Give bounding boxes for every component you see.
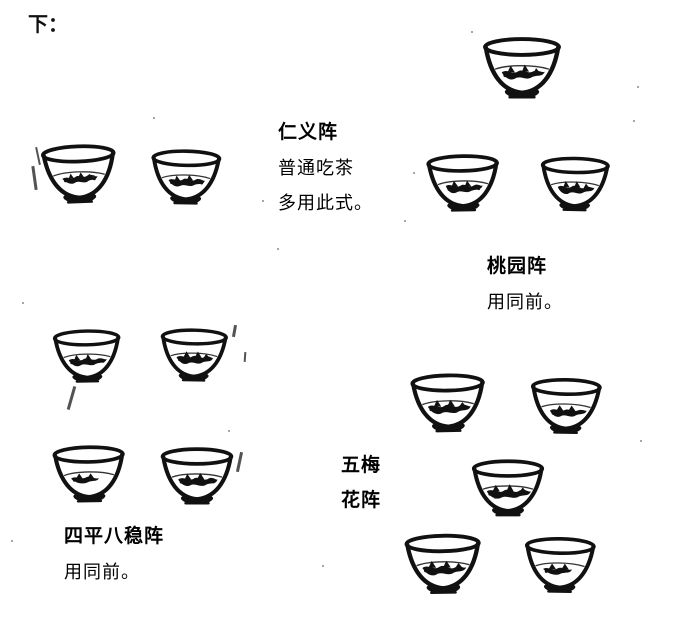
formation-description-line: 多用此式。 — [278, 193, 373, 214]
teacup — [35, 142, 123, 209]
scan-speck — [471, 31, 473, 33]
scan-speck — [11, 540, 13, 542]
scan-speck — [413, 172, 415, 174]
teacup — [405, 371, 490, 436]
formation-title-line: 花阵 — [341, 489, 382, 511]
scan-speck — [633, 120, 635, 122]
scan-speck — [92, 175, 95, 178]
teacup — [421, 151, 504, 216]
teacup — [47, 443, 130, 506]
scan-speck — [637, 86, 639, 88]
formation-title-line: 五梅 — [341, 454, 382, 476]
teacup — [399, 531, 486, 598]
formation-description-line: 用同前。 — [487, 292, 563, 313]
scan-speck — [153, 117, 155, 119]
teacup — [145, 147, 226, 208]
formation-label-tao-yuan-zhen: 桃园阵 用同前。 — [487, 251, 563, 314]
scan-speck — [228, 430, 230, 432]
teacup — [525, 375, 606, 438]
teacup — [47, 327, 126, 386]
formation-label-si-ping-ba-wen-zhen: 四平八稳阵 用同前。 — [64, 521, 164, 584]
scan-speck — [277, 248, 279, 250]
formation-title: 仁义阵 — [278, 121, 339, 143]
formation-title: 桃园阵 — [487, 255, 548, 277]
section-marker: 下： — [28, 12, 68, 36]
scan-speck — [640, 440, 642, 442]
formation-description-line: 普通吃茶 — [278, 158, 354, 179]
stray-pen-mark — [231, 324, 238, 338]
teacup — [519, 534, 600, 597]
teacup — [156, 445, 238, 509]
teacup — [466, 458, 550, 520]
scan-speck — [494, 497, 496, 499]
formation-description-line: 用同前。 — [64, 562, 140, 583]
stray-pen-mark — [66, 386, 77, 410]
formation-label-ren-yi-zhen: 仁义阵 普通吃茶 多用此式。 — [278, 117, 373, 215]
teacup — [478, 34, 566, 104]
scan-speck — [322, 565, 324, 567]
teacup — [155, 326, 232, 385]
formation-title: 四平八稳阵 — [64, 525, 165, 547]
formation-label-wu-mei-hua-zhen: 五梅 花阵 — [341, 450, 381, 520]
scan-speck — [404, 220, 406, 222]
stray-pen-mark — [243, 351, 247, 363]
scan-speck — [22, 302, 24, 304]
teacup — [535, 153, 614, 216]
scan-speck — [487, 499, 489, 501]
scan-speck — [262, 200, 264, 202]
